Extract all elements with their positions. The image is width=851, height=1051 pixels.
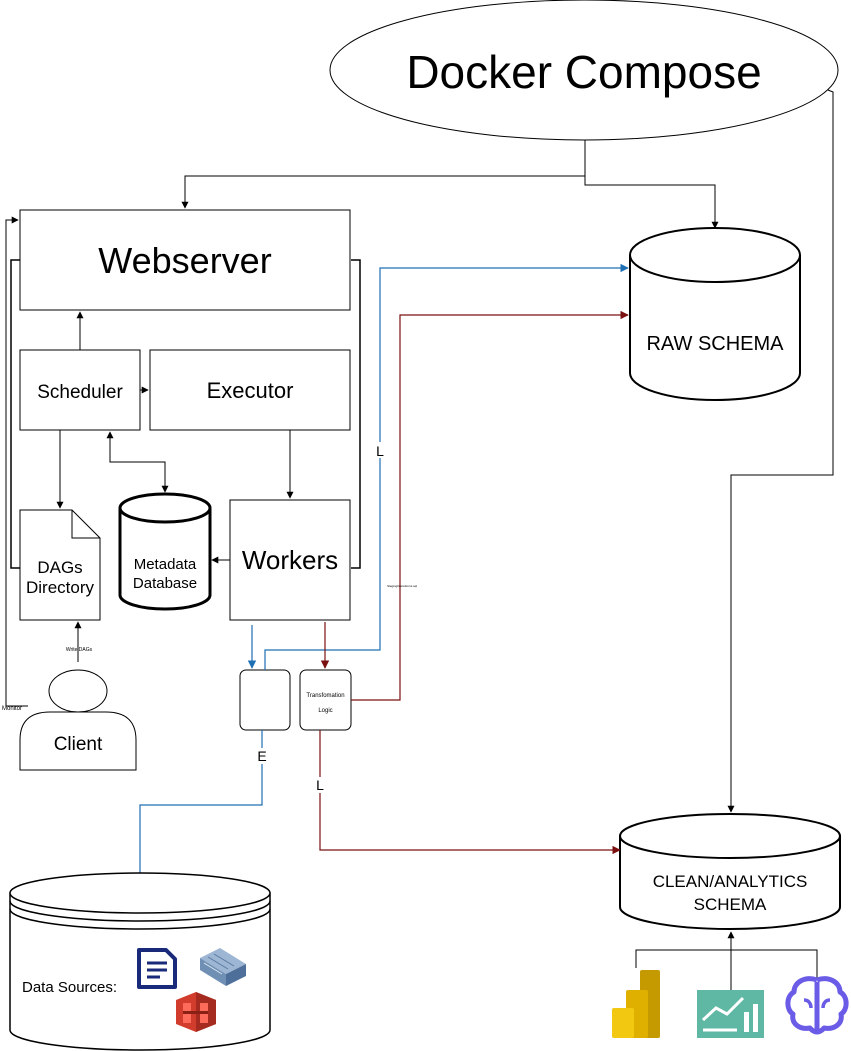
- airflow-cluster-bracket: [10, 259, 361, 569]
- scheduler-node: Scheduler: [19, 349, 141, 431]
- scheduler-label: Scheduler: [37, 382, 123, 403]
- monitor-label: Monitor: [2, 706, 22, 712]
- workers-label: Workers: [242, 545, 338, 575]
- data-sources-label: Data Sources:: [22, 979, 117, 996]
- document-icon: [137, 948, 177, 989]
- s3-bucket-icon: [176, 992, 216, 1032]
- dags-directory-line2: Directory: [26, 578, 95, 597]
- docker-compose-node: Docker Compose: [329, 0, 839, 141]
- metadata-database-node: Metadata Database: [118, 492, 212, 611]
- webserver-label: Webserver: [98, 240, 271, 281]
- powerbi-icon: [612, 970, 660, 1038]
- airflow-internal-edges: [5, 216, 294, 707]
- transformation-logic-line1: Transfomation: [306, 693, 344, 699]
- docker-compose-edges: [181, 89, 834, 813]
- transformation-logic-line2: Logic: [318, 708, 332, 714]
- load-clean-label: L: [316, 777, 324, 793]
- extract-label: E: [257, 748, 266, 764]
- clean-schema-node: CLEAN/ANALYTICS SCHEMA: [619, 813, 841, 930]
- transformation-logic-node: Transfomation Logic: [299, 669, 352, 731]
- extract-node: [239, 669, 291, 731]
- brain-ai-icon: [785, 976, 849, 1035]
- webserver-node: Webserver: [19, 209, 351, 311]
- dags-directory-node: DAGs Directory: [19, 509, 101, 621]
- dags-directory-line1: DAGs: [37, 558, 82, 577]
- metadata-database-line1: Metadata: [134, 556, 197, 573]
- consumer-edges: [635, 931, 818, 1000]
- metadata-database-line2: Database: [133, 575, 197, 592]
- red-data-flows: [319, 310, 629, 855]
- analytics-chart-icon: [697, 990, 764, 1038]
- docker-compose-label: Docker Compose: [406, 46, 761, 98]
- database-server-icon: [200, 948, 246, 986]
- clean-schema-line2: SCHEMA: [694, 895, 767, 914]
- workers-node: Workers: [229, 499, 351, 621]
- executor-label: Executor: [207, 378, 294, 403]
- write-dags-label: Write DAGs: [66, 647, 93, 653]
- load-raw-label: L: [376, 443, 384, 459]
- raw-schema-node: RAW SCHEMA: [629, 227, 801, 401]
- client-node: Client: [19, 669, 137, 771]
- executor-node: Executor: [149, 349, 351, 431]
- blue-data-flows: [135, 263, 629, 881]
- raw-schema-label: RAW SCHEMA: [646, 333, 784, 355]
- staging-note-label: Staging/transforms.sql: [387, 584, 417, 588]
- client-label: Client: [54, 734, 103, 755]
- clean-schema-line1: CLEAN/ANALYTICS: [653, 872, 808, 891]
